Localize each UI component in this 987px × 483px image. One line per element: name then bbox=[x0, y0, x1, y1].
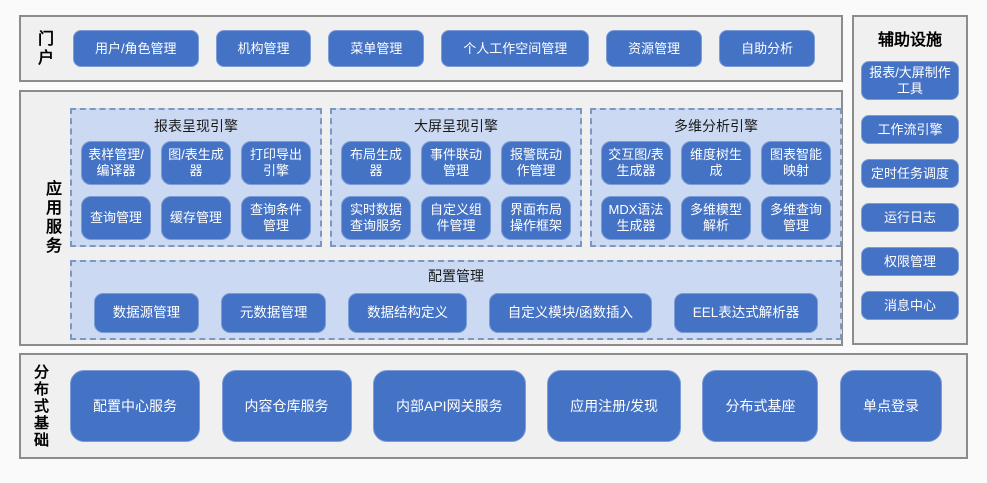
engine-node-event-linkage-management[interactable]: 事件联动管理 bbox=[421, 141, 491, 185]
config-management-title: 配置管理 bbox=[428, 268, 484, 284]
foundation-row: 配置中心服务 内容仓库服务 内部API网关服务 应用注册/发现 分布式基座 单点… bbox=[70, 370, 942, 442]
portal-node-personal-workspace-management[interactable]: 个人工作空间管理 bbox=[441, 30, 590, 67]
report-engine-grid: 表样管理/编译器 图/表生成器 打印导出引擎 查询管理 缓存管理 查询条件管理 bbox=[81, 141, 311, 240]
aux-node-workflow-engine[interactable]: 工作流引擎 bbox=[861, 115, 959, 145]
bigscreen-engine-panel: 大屏呈现引擎 布局生成器 事件联动管理 报警既动作管理 实时数据查询服务 自定义… bbox=[330, 108, 582, 247]
portal-section: 门户 用户/角色管理 机构管理 菜单管理 个人工作空间管理 资源管理 自助分析 bbox=[19, 15, 843, 82]
engine-node-dimension-tree-generation[interactable]: 维度树生成 bbox=[681, 141, 751, 185]
olap-engine-grid: 交互图/表生成器 维度树生成 图表智能映射 MDX语法生成器 多维模型解析 多维… bbox=[601, 141, 831, 240]
portal-node-user-role-management[interactable]: 用户/角色管理 bbox=[73, 30, 199, 67]
report-engine-panel: 报表呈现引擎 表样管理/编译器 图/表生成器 打印导出引擎 查询管理 缓存管理 … bbox=[70, 108, 322, 247]
config-node-custom-module-function-insert[interactable]: 自定义模块/函数插入 bbox=[488, 293, 653, 333]
portal-row: 用户/角色管理 机构管理 菜单管理 个人工作空间管理 资源管理 自助分析 bbox=[73, 30, 816, 67]
app-services-section: 应用服务 报表呈现引擎 表样管理/编译器 图/表生成器 打印导出引擎 查询管理 … bbox=[19, 90, 843, 346]
distributed-foundation-section: 分布式基础 配置中心服务 内容仓库服务 内部API网关服务 应用注册/发现 分布… bbox=[19, 353, 968, 459]
engine-node-mdx-syntax-generator[interactable]: MDX语法生成器 bbox=[601, 196, 671, 240]
engine-node-interactive-chart-generator[interactable]: 交互图/表生成器 bbox=[601, 141, 671, 185]
engine-node-chart-smart-mapping[interactable]: 图表智能映射 bbox=[761, 141, 831, 185]
foundation-node-distributed-base[interactable]: 分布式基座 bbox=[702, 370, 819, 442]
foundation-node-config-center-service[interactable]: 配置中心服务 bbox=[70, 370, 200, 442]
config-management-panel: 配置管理 数据源管理 元数据管理 数据结构定义 自定义模块/函数插入 EEL表达… bbox=[70, 260, 842, 340]
portal-node-self-service-analysis[interactable]: 自助分析 bbox=[719, 30, 816, 67]
engine-node-alarm-action-management[interactable]: 报警既动作管理 bbox=[501, 141, 571, 185]
engines-row: 报表呈现引擎 表样管理/编译器 图/表生成器 打印导出引擎 查询管理 缓存管理 … bbox=[70, 108, 842, 247]
engine-node-multidim-model-parsing[interactable]: 多维模型解析 bbox=[681, 196, 751, 240]
engine-node-cache-management[interactable]: 缓存管理 bbox=[161, 196, 231, 240]
portal-node-organization-management[interactable]: 机构管理 bbox=[215, 30, 312, 67]
aux-node-run-log[interactable]: 运行日志 bbox=[861, 203, 959, 233]
portal-node-resource-management[interactable]: 资源管理 bbox=[606, 30, 703, 67]
aux-node-message-center[interactable]: 消息中心 bbox=[861, 291, 959, 321]
config-node-eel-expression-parser[interactable]: EEL表达式解析器 bbox=[673, 293, 819, 333]
portal-label: 门户 bbox=[35, 29, 52, 68]
engine-node-query-management[interactable]: 查询管理 bbox=[81, 196, 151, 240]
config-row: 数据源管理 元数据管理 数据结构定义 自定义模块/函数插入 EEL表达式解析器 bbox=[72, 293, 840, 333]
engine-node-ui-layout-operation-framework[interactable]: 界面布局操作框架 bbox=[501, 196, 571, 240]
bigscreen-engine-grid: 布局生成器 事件联动管理 报警既动作管理 实时数据查询服务 自定义组件管理 界面… bbox=[341, 141, 571, 240]
engine-node-style-management-compiler[interactable]: 表样管理/编译器 bbox=[81, 141, 151, 185]
olap-engine-panel: 多维分析引擎 交互图/表生成器 维度树生成 图表智能映射 MDX语法生成器 多维… bbox=[590, 108, 842, 247]
auxiliary-facilities-section: 辅助设施 报表/大屏制作工具 工作流引擎 定时任务调度 运行日志 权限管理 消息… bbox=[852, 15, 968, 345]
foundation-node-app-registration-discovery[interactable]: 应用注册/发现 bbox=[547, 370, 681, 442]
config-node-metadata-management[interactable]: 元数据管理 bbox=[220, 293, 327, 333]
aux-node-scheduled-task-scheduling[interactable]: 定时任务调度 bbox=[861, 159, 959, 189]
report-engine-title: 报表呈现引擎 bbox=[154, 118, 238, 134]
foundation-node-content-repository-service[interactable]: 内容仓库服务 bbox=[221, 370, 352, 442]
portal-node-menu-management[interactable]: 菜单管理 bbox=[328, 30, 425, 67]
config-node-datasource-management[interactable]: 数据源管理 bbox=[93, 293, 200, 333]
engine-node-custom-component-management[interactable]: 自定义组件管理 bbox=[421, 196, 491, 240]
olap-engine-title: 多维分析引擎 bbox=[674, 118, 758, 134]
engine-node-chart-table-generator[interactable]: 图/表生成器 bbox=[161, 141, 231, 185]
engine-node-realtime-data-query-service[interactable]: 实时数据查询服务 bbox=[341, 196, 411, 240]
aux-node-report-bigscreen-authoring-tool[interactable]: 报表/大屏制作工具 bbox=[861, 61, 959, 101]
foundation-node-single-sign-on[interactable]: 单点登录 bbox=[839, 370, 942, 442]
distributed-foundation-label: 分布式基础 bbox=[32, 363, 49, 449]
aux-node-permission-management[interactable]: 权限管理 bbox=[861, 247, 959, 277]
engine-node-layout-generator[interactable]: 布局生成器 bbox=[341, 141, 411, 185]
foundation-node-internal-api-gateway-service[interactable]: 内部API网关服务 bbox=[373, 370, 526, 442]
engine-node-query-condition-management[interactable]: 查询条件管理 bbox=[241, 196, 311, 240]
engine-node-print-export-engine[interactable]: 打印导出引擎 bbox=[241, 141, 311, 185]
engine-node-multidim-query-management[interactable]: 多维查询管理 bbox=[761, 196, 831, 240]
auxiliary-facilities-title: 辅助设施 bbox=[877, 32, 942, 49]
app-services-label: 应用服务 bbox=[43, 180, 60, 256]
config-node-data-structure-definition[interactable]: 数据结构定义 bbox=[348, 293, 468, 333]
bigscreen-engine-title: 大屏呈现引擎 bbox=[414, 118, 498, 134]
auxiliary-column: 报表/大屏制作工具 工作流引擎 定时任务调度 运行日志 权限管理 消息中心 bbox=[854, 61, 966, 321]
